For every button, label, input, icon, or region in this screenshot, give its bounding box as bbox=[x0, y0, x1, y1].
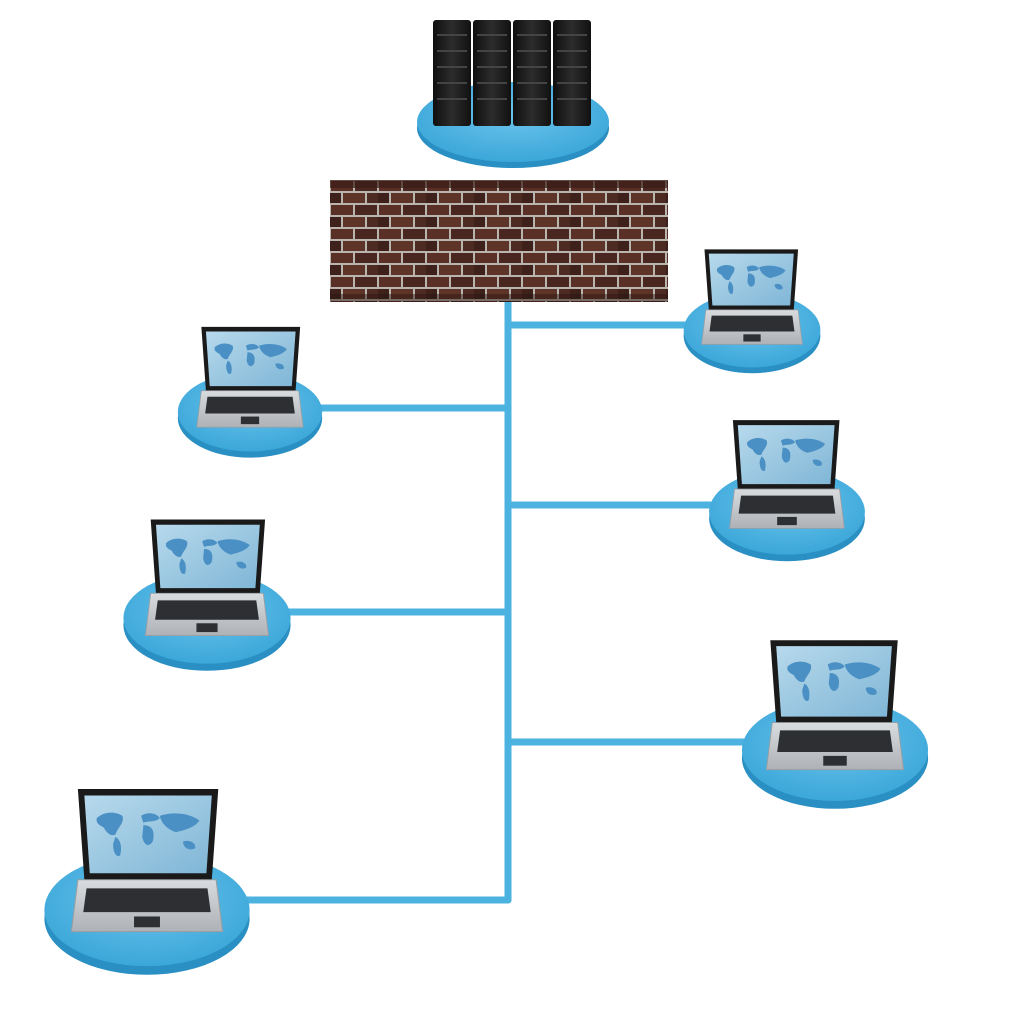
laptop-icon bbox=[765, 640, 905, 771]
laptop-node bbox=[709, 420, 865, 562]
laptop-node bbox=[683, 249, 821, 374]
laptop-node bbox=[177, 326, 323, 458]
laptop-icon bbox=[144, 519, 270, 637]
laptops bbox=[44, 249, 929, 975]
laptop-icon bbox=[729, 420, 845, 529]
server-rack bbox=[513, 20, 551, 126]
laptop-node bbox=[123, 519, 291, 671]
laptop-icon bbox=[701, 249, 803, 345]
laptop-node bbox=[44, 789, 250, 975]
network-cables bbox=[241, 291, 764, 904]
server-rack bbox=[433, 20, 471, 126]
server-rack bbox=[553, 20, 591, 126]
laptop-node bbox=[741, 640, 929, 809]
server-rack-icon bbox=[433, 20, 591, 126]
laptop-icon bbox=[196, 326, 304, 428]
brick-wall-icon bbox=[330, 180, 668, 302]
server-rack bbox=[473, 20, 511, 126]
laptop-icon bbox=[70, 789, 224, 933]
